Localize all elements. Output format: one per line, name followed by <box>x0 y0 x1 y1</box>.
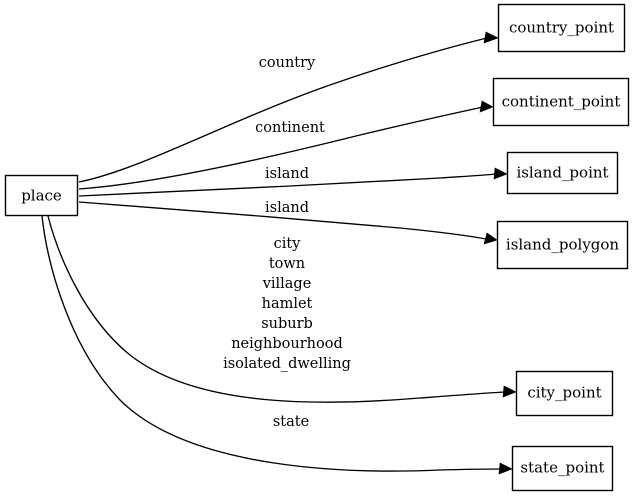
edge-label-city-line-hamlet: hamlet <box>262 296 313 312</box>
node-island-polygon[interactable]: island_polygon <box>496 220 629 270</box>
edge-label-city-line-town: town <box>269 256 305 272</box>
edge-label-country: country <box>259 55 316 71</box>
node-continent-point-label: continent_point <box>502 93 621 111</box>
edge-place-to-continent-point[interactable] <box>78 100 494 190</box>
node-place-label: place <box>21 187 62 205</box>
node-state-point-box <box>511 445 614 492</box>
edge-label-continent: continent <box>255 120 325 136</box>
node-island-point-box <box>506 151 619 195</box>
node-island-polygon-box <box>496 220 629 270</box>
node-state-point[interactable]: state_point <box>511 445 614 492</box>
node-city-point[interactable]: city_point <box>515 370 614 417</box>
edge-label-city-line-city: city <box>274 236 302 252</box>
arrowhead-island-point-icon <box>493 167 508 180</box>
edge-label-city-line-isolated-dwelling: isolated_dwelling <box>223 356 351 372</box>
edge-label-city-point: city town village hamlet suburb neighbou… <box>223 236 351 372</box>
arrowhead-country-icon <box>483 31 499 44</box>
edge-label-island-point: island <box>265 166 309 182</box>
edge-label-island-polygon: island <box>265 200 309 216</box>
node-country-point[interactable]: country_point <box>497 3 626 53</box>
edge-place-to-country-point[interactable] <box>78 31 499 183</box>
edge-path-island-point <box>78 173 497 197</box>
node-place-box <box>4 174 79 217</box>
node-island-polygon-label: island_polygon <box>506 236 620 254</box>
edge-label-city-line-village: village <box>262 276 312 292</box>
node-state-point-label: state_point <box>520 459 604 477</box>
arrowhead-state-point-icon <box>498 462 513 475</box>
arrowhead-island-polygon-icon <box>483 232 498 245</box>
edge-path-city-point <box>47 215 506 403</box>
edge-path-state-point <box>41 215 502 472</box>
node-country-point-label: country_point <box>509 19 614 37</box>
edge-path-island-polygon <box>78 201 487 240</box>
node-island-point-label: island_point <box>516 164 608 182</box>
edge-label-city-line-suburb: suburb <box>261 316 313 332</box>
arrowhead-city-point-icon <box>502 385 517 398</box>
node-country-point-box <box>497 3 626 53</box>
edge-label-state: state <box>273 414 309 430</box>
edge-path-continent <box>78 106 484 190</box>
edge-place-to-island-point[interactable] <box>78 167 508 197</box>
edge-label-city-line-neighbourhood: neighbourhood <box>231 336 343 352</box>
edge-place-to-city-point[interactable] <box>47 215 517 403</box>
node-city-point-label: city_point <box>527 384 601 402</box>
edge-place-to-state-point[interactable] <box>41 215 513 475</box>
node-place[interactable]: place <box>4 174 79 217</box>
edge-place-to-island-polygon[interactable] <box>78 201 498 245</box>
node-continent-point[interactable]: continent_point <box>492 77 630 127</box>
node-continent-point-box <box>492 77 630 127</box>
node-island-point[interactable]: island_point <box>506 151 619 195</box>
arrowhead-continent-icon <box>479 100 494 113</box>
edge-path-country <box>78 37 488 183</box>
node-city-point-box <box>515 370 614 417</box>
